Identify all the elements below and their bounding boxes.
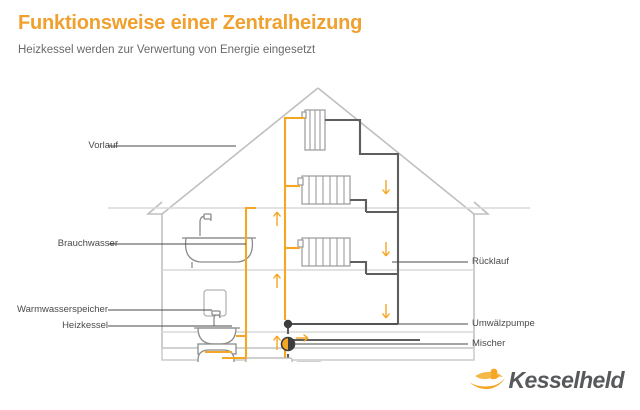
label-vorlauf: Vorlauf	[88, 140, 118, 151]
kesselheld-logo[interactable]: Kesselheld	[467, 362, 625, 396]
boiler-unit	[245, 357, 293, 362]
floor-lines	[108, 207, 530, 349]
flow-arrows-up	[272, 211, 282, 350]
leader-lines	[108, 145, 468, 345]
radiator-upper	[297, 175, 351, 205]
label-warmwasserspeicher: Warmwasserspeicher	[17, 304, 108, 315]
flow-pipe-vorlauf	[205, 116, 305, 362]
logo-text: Kesselheld	[508, 366, 625, 393]
sink-icon	[194, 310, 240, 355]
page-subtitle: Heizkessel werden zur Verwertung von Ene…	[18, 44, 316, 56]
label-brauchwasser: Brauchwasser	[57, 238, 118, 249]
label-ruecklauf: Rücklauf	[472, 256, 509, 267]
foundation	[161, 347, 475, 361]
heating-system-diagram: .hs { fill:none; stroke:#BFBFBF; stroke-…	[0, 62, 640, 362]
return-arrows-down	[296, 180, 391, 343]
mixer-valve	[280, 336, 296, 352]
house-roof	[145, 87, 491, 215]
label-umwaelzpumpe: Umwälzpumpe	[472, 318, 535, 329]
label-mischer: Mischer	[472, 338, 506, 349]
radiator-attic	[301, 109, 326, 151]
bathtub-icon	[182, 213, 256, 268]
radiator-lower	[297, 237, 351, 267]
hero-cape-icon	[468, 368, 505, 390]
circulation-pump	[283, 319, 293, 329]
label-heizkessel: Heizkessel	[62, 320, 108, 331]
page-title: Funktionsweise einer Zentralheizung	[18, 12, 363, 34]
